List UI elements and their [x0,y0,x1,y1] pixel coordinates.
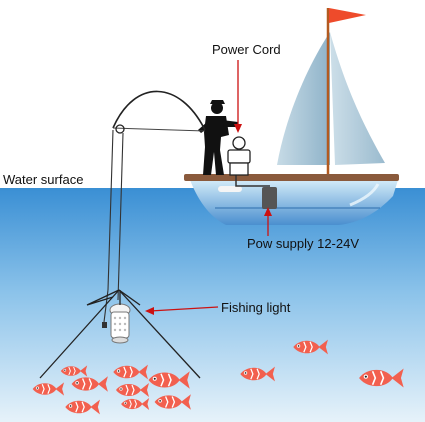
red-fish-icon [121,398,150,410]
water-body [0,188,425,422]
fisherman-silhouette-icon [198,100,238,175]
red-fish-icon [32,382,65,396]
red-fish-icon [65,399,100,415]
red-fish-icon [71,376,108,392]
water-surface-label: Water surface [3,172,84,187]
red-fish-icon [359,368,404,388]
sailboat-icon [184,174,399,225]
flag-icon [329,8,366,23]
power-supply-arrow [264,207,272,236]
light-rigging [39,289,201,379]
power-supply-label: Pow supply 12-24V [247,236,360,251]
generator-icon [227,136,251,176]
red-fish-icon [148,371,190,389]
sailboat-sails [277,8,385,177]
red-fish-icon [154,394,191,410]
power-cord-arrow [234,60,242,133]
red-fish-icon [240,366,275,382]
red-fish-icon [293,339,328,355]
red-fish-icon [116,383,149,397]
red-fish-icon [60,365,88,377]
fishing-light-label: Fishing light [221,300,291,315]
power-cord-label: Power Cord [212,42,281,57]
underwater-led-light-icon [109,290,131,344]
red-fish-icon [113,364,148,380]
fish-school [32,339,404,415]
fishing-light-arrow [145,306,219,315]
fishing-rod [102,90,206,328]
